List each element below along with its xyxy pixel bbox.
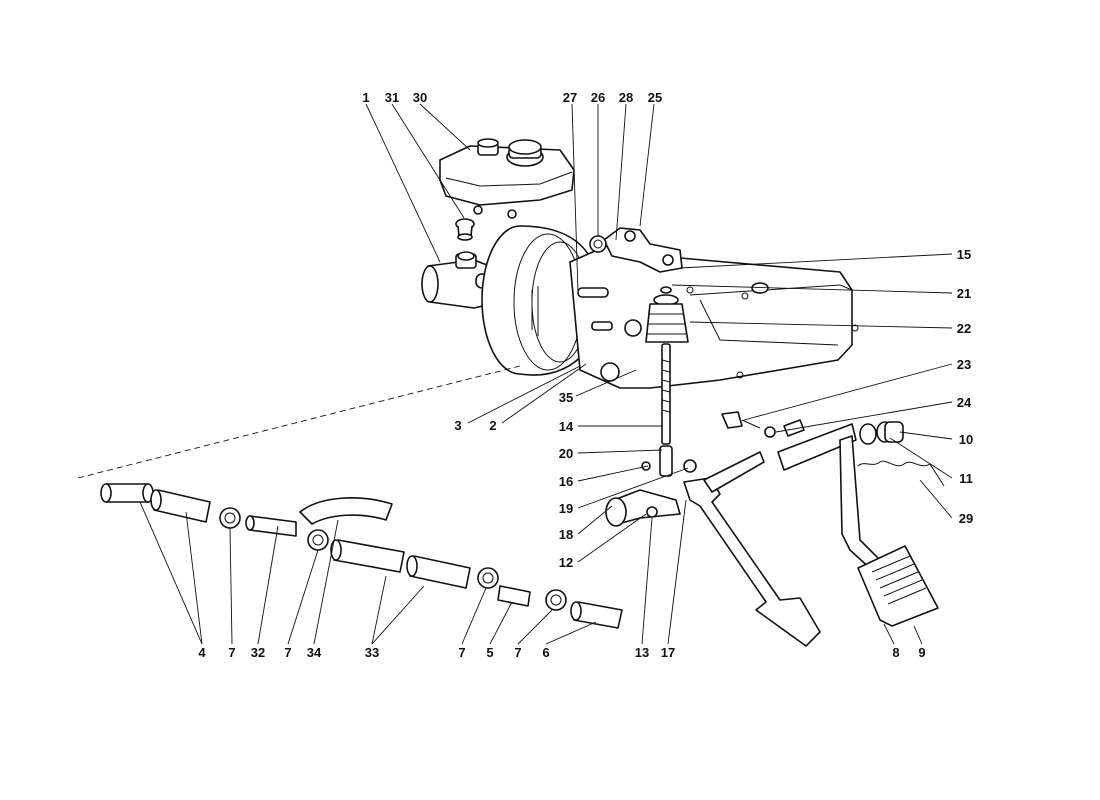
callout-labels: 1 31 30 27 26 28 25 15 21 22 23 24 10 11… [198, 90, 973, 660]
callout-16: 16 [559, 474, 573, 489]
callout-19: 19 [559, 501, 573, 516]
callout-18: 18 [559, 527, 573, 542]
callout-21: 21 [957, 286, 971, 301]
callout-32: 32 [251, 645, 265, 660]
fluid-reservoir [439, 138, 575, 219]
callout-8: 8 [892, 645, 899, 660]
callout-22: 22 [957, 321, 971, 336]
callout-14: 14 [559, 419, 574, 434]
callout-33: 33 [365, 645, 379, 660]
pedal-box-housing [569, 239, 859, 389]
callout-31: 31 [385, 90, 399, 105]
callout-11: 11 [959, 471, 973, 486]
callout-15: 15 [957, 247, 971, 262]
brake-pedal [683, 451, 821, 647]
callout-24: 24 [957, 395, 972, 410]
callout-30: 30 [413, 90, 427, 105]
callout-10: 10 [959, 432, 973, 447]
callout-2: 2 [489, 418, 496, 433]
callout-26: 26 [591, 90, 605, 105]
callout-34: 34 [307, 645, 322, 660]
callout-17: 17 [661, 645, 675, 660]
reference-line [77, 365, 521, 479]
callout-28: 28 [619, 90, 633, 105]
callout-35: 35 [559, 390, 573, 405]
accelerator-pedal [777, 419, 945, 627]
callout-1: 1 [362, 90, 369, 105]
callout-5: 5 [486, 645, 493, 660]
callout-25: 25 [648, 90, 662, 105]
callout-12: 12 [559, 555, 573, 570]
reservoir-grommet [455, 218, 475, 241]
callout-7b: 7 [284, 645, 291, 660]
callout-3: 3 [454, 418, 461, 433]
callout-20: 20 [559, 446, 573, 461]
callout-7d: 7 [514, 645, 521, 660]
leader-lines [139, 103, 953, 645]
callout-7a: 7 [228, 645, 235, 660]
push-rod [641, 343, 697, 477]
vacuum-hose-kit [100, 483, 623, 629]
callout-4: 4 [198, 645, 206, 660]
rubber-boot [645, 286, 689, 343]
pedal-bushings [721, 411, 904, 445]
callout-23: 23 [957, 357, 971, 372]
linkage-bracket [589, 227, 683, 273]
callout-27: 27 [563, 90, 577, 105]
callout-6: 6 [542, 645, 549, 660]
pivot-lever [605, 489, 681, 527]
callout-29: 29 [959, 511, 973, 526]
callout-7c: 7 [458, 645, 465, 660]
callout-13: 13 [635, 645, 649, 660]
callout-9: 9 [918, 645, 925, 660]
